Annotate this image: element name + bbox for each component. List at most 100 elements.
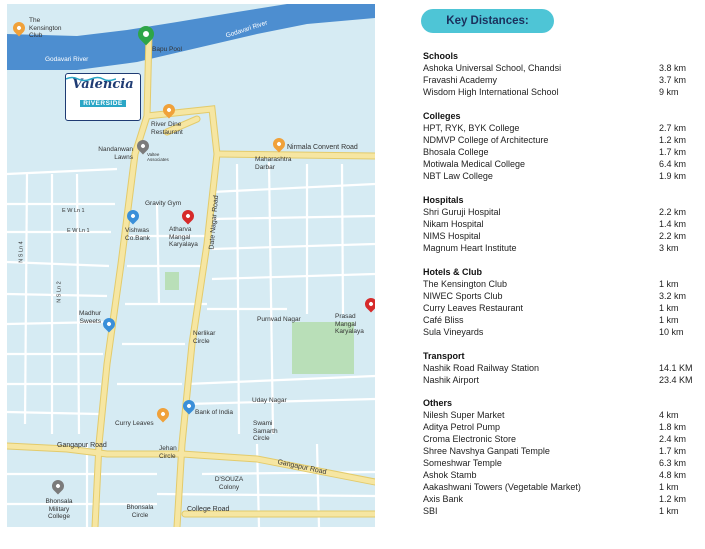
distance-row: Magnum Heart Institute 3 km [423, 243, 693, 255]
place-name: Axis Bank [423, 494, 464, 504]
section-title: Colleges [423, 111, 461, 121]
place-name: Croma Electronic Store [423, 434, 517, 444]
distance-row: Shri Guruji Hospital 2.2 km [423, 207, 693, 219]
distance-row: Fravashi Academy 3.7 km [423, 75, 693, 87]
distance-row: NDMVP College of Architecture 1.2 km [423, 135, 693, 147]
road-label: Nirmala Convent Road [287, 144, 358, 151]
place-name: SBI [423, 506, 438, 516]
map-canvas [7, 4, 375, 527]
logo-subtitle: RIVERSIDE [80, 100, 126, 107]
distance-row: Ashok Stamb 4.8 km [423, 470, 693, 482]
distance-value: 1 km [659, 482, 679, 492]
section-title: Others [423, 398, 453, 408]
road-label: E W Ln 1 [62, 208, 85, 214]
place-label: River Dine Restaurant [151, 121, 183, 136]
place-label: Purnvad Nagar [257, 316, 301, 323]
road-label: N S Ln 4 [18, 241, 25, 263]
distance-value: 6.4 km [659, 159, 687, 169]
distance-row: Café Bliss 1 km [423, 315, 693, 327]
river-label: Godavari River [45, 56, 89, 63]
place-name: Fravashi Academy [423, 75, 498, 85]
place-label: Bank of India [195, 409, 233, 416]
distance-value: 1 km [659, 279, 679, 289]
place-label: Curry Leaves [115, 420, 154, 427]
road-label: College Road [187, 506, 230, 513]
place-name: Shri Guruji Hospital [423, 207, 501, 217]
distance-row: Aditya Petrol Pump 1.8 km [423, 422, 693, 434]
distance-value: 1 km [659, 315, 679, 325]
place-label: Madhur Sweets [78, 310, 101, 325]
distance-value: 1 km [659, 506, 679, 516]
key-distances-title: Key Distances: [421, 9, 554, 33]
distance-value: 3 km [659, 243, 679, 253]
place-name: Nashik Airport [423, 375, 480, 385]
place-name: Magnum Heart Institute [423, 243, 517, 253]
place-label: The Kensington Club [29, 17, 62, 39]
distance-value: 1.4 km [659, 219, 687, 229]
place-name: Nilesh Super Market [423, 410, 505, 420]
distance-row: NIMS Hospital 2.2 km [423, 231, 693, 243]
place-name: Curry Leaves Restaurant [423, 303, 524, 313]
place-name: Aakashwani Towers (Vegetable Market) [423, 482, 581, 492]
distance-value: 2.2 km [659, 231, 687, 241]
distance-value: 3.7 km [659, 75, 687, 85]
distance-value: 2.7 km [659, 123, 687, 133]
road-label: Gangapur Road [57, 442, 107, 449]
location-map[interactable]: Godavari River Godavari River Nirmala Co… [7, 4, 375, 527]
place-label: Maharashtra Darbar [255, 156, 292, 171]
place-name: NDMVP College of Architecture [423, 135, 549, 145]
project-logo[interactable]: Valencia RIVERSIDE [65, 73, 141, 121]
place-label: Bhonsala Military College [45, 498, 73, 520]
place-name: Nikam Hospital [423, 219, 484, 229]
distance-row: Aakashwani Towers (Vegetable Market) 1 km [423, 482, 693, 494]
place-name: Ashok Stamb [423, 470, 477, 480]
distance-value: 1.8 km [659, 422, 687, 432]
place-name: HPT, RYK, BYK College [423, 123, 520, 133]
distance-row: SBI 1 km [423, 506, 693, 518]
distance-row: Nikam Hospital 1.4 km [423, 219, 693, 231]
place-name: Someshwar Temple [423, 458, 502, 468]
distance-value: 1.7 km [659, 147, 687, 157]
distance-value: 4.8 km [659, 470, 687, 480]
place-label: Uday Nagar [252, 397, 287, 404]
section-title: Schools [423, 51, 459, 61]
place-name: Ashoka Universal School, Chandsi [423, 63, 562, 73]
place-name: Wisdom High International School [423, 87, 559, 97]
place-name: Motiwala Medical College [423, 159, 526, 169]
park-area-small [165, 272, 179, 290]
place-label: Prasad Mangal Karyalaya [335, 313, 364, 335]
distance-value: 14.1 KM [659, 363, 693, 373]
place-name: Café Bliss [423, 315, 464, 325]
place-label: Atharva Mangal Karyalaya [169, 226, 198, 248]
section-title: Hotels & Club [423, 267, 483, 277]
distance-value: 2.2 km [659, 207, 687, 217]
place-label: Nerlikar Circle [193, 330, 216, 345]
place-name: NIWEC Sports Club [423, 291, 503, 301]
place-label: Nandanwan Lawns [98, 146, 133, 161]
distance-value: 1.2 km [659, 135, 687, 145]
place-name: NIMS Hospital [423, 231, 481, 241]
main-roads [7, 31, 375, 527]
distance-row: Motiwala Medical College 6.4 km [423, 159, 693, 171]
place-label: Bapu Pool [152, 46, 182, 53]
place-name: Aditya Petrol Pump [423, 422, 501, 432]
distance-row: Bhosala College 1.7 km [423, 147, 693, 159]
distance-value: 1.2 km [659, 494, 687, 504]
park-area [292, 322, 354, 374]
road-label: N S Ln 2 [56, 281, 63, 303]
distance-value: 3.8 km [659, 63, 687, 73]
place-name: Bhosala College [423, 147, 489, 157]
distance-row: HPT, RYK, BYK College 2.7 km [423, 123, 693, 135]
place-label: D'SOUZA Colony [214, 476, 244, 491]
